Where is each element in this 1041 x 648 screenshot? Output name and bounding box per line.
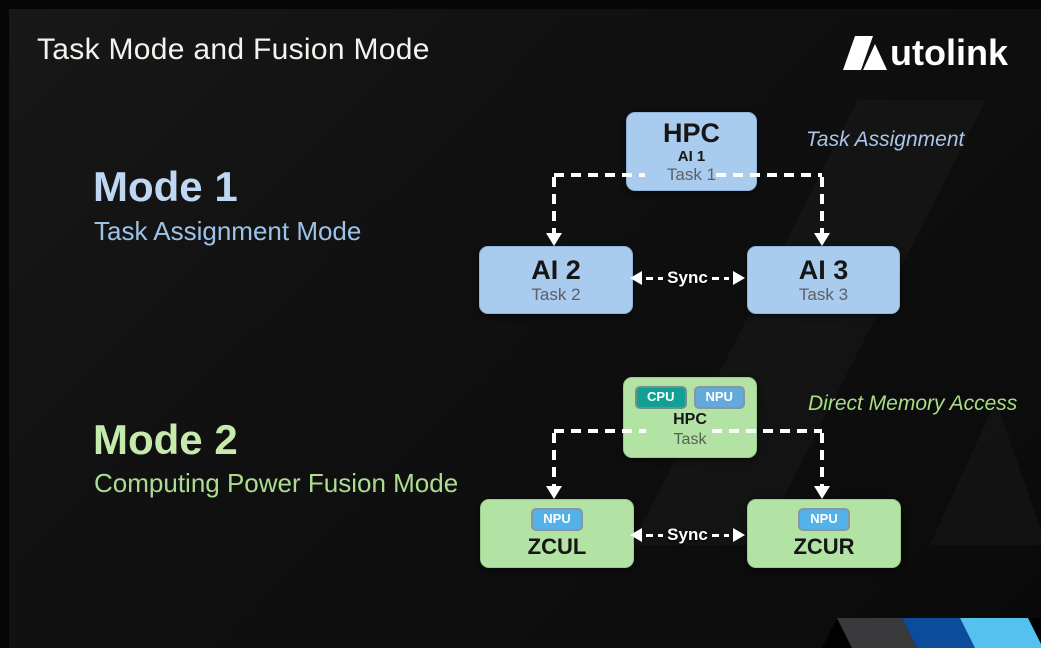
- mode2-hpc-subtitle: Task: [673, 430, 707, 448]
- arrow-left-icon: [630, 271, 642, 285]
- npu-chip-badge: NPU: [798, 507, 850, 531]
- mode1-annotation: Task Assignment: [806, 128, 965, 151]
- mode2-right-box-title: ZCUR: [793, 533, 855, 559]
- mode2-sync-connector: Sync: [630, 525, 745, 545]
- mode1-heading: Mode 1: [93, 163, 238, 210]
- mode1-connector-vertical-left: [552, 177, 556, 234]
- mode2-subheading: Computing Power Fusion Mode: [94, 468, 459, 498]
- mode2-connector-vertical-right: [820, 433, 824, 487]
- mode1-connector-horizontal-right: [716, 173, 822, 177]
- mode1-sync-connector: Sync: [630, 268, 745, 288]
- mode1-right-box-subtitle: Task 3: [798, 284, 849, 304]
- mode1-left-box: AI 2 Task 2: [479, 246, 633, 314]
- mode1-right-box: AI 3 Task 3: [747, 246, 900, 314]
- npu-chip-badge: NPU: [693, 386, 745, 410]
- mode2-heading: Mode 2: [93, 416, 238, 463]
- mode2-arrowhead-left-icon: [546, 486, 562, 499]
- mode2-right-box: NPU ZCUR: [747, 499, 901, 568]
- logo-wordmark: utolink: [890, 32, 1008, 73]
- page-title: Task Mode and Fusion Mode: [37, 33, 430, 66]
- sync-dash: [646, 276, 664, 280]
- sync-dash: [711, 533, 729, 537]
- arrow-left-icon: [630, 528, 642, 542]
- mode2-left-box-title: ZCUL: [527, 533, 587, 559]
- mode1-arrowhead-left-icon: [546, 233, 562, 246]
- sync-dash: [646, 533, 664, 537]
- mode2-connector-horizontal-right: [712, 429, 822, 433]
- mode2-annotation: Direct Memory Access: [808, 392, 1018, 415]
- mode1-hpc-title: HPC: [662, 117, 720, 148]
- mode1-hpc-line3: Task 1: [666, 164, 717, 184]
- mode1-subheading: Task Assignment Mode: [94, 216, 362, 246]
- autolink-a-logo-icon: [843, 36, 887, 70]
- mode2-hpc-title: HPC: [673, 411, 707, 429]
- arrow-right-icon: [732, 271, 745, 285]
- mode1-sync-label: Sync: [667, 268, 708, 287]
- mode2-left-box: NPU ZCUL: [480, 499, 634, 568]
- mode1-connector-vertical-right: [820, 177, 824, 234]
- mode1-connector-horizontal-left: [554, 173, 645, 177]
- cpu-chip-badge: CPU: [635, 386, 687, 410]
- mode2-sync-label: Sync: [667, 525, 708, 544]
- sync-dash: [711, 276, 729, 280]
- mode2-arrowhead-right-icon: [814, 486, 830, 499]
- npu-chip-badge: NPU: [531, 507, 583, 531]
- arrow-right-icon: [732, 528, 745, 542]
- mode2-hpc-chip-row: CPU NPU: [635, 386, 745, 410]
- mode1-hpc-box: HPC AI 1 Task 1: [626, 112, 757, 191]
- mode2-hpc-box: CPU NPU HPC Task: [623, 377, 757, 458]
- mode2-connector-vertical-left: [552, 433, 556, 487]
- mode1-arrowhead-right-icon: [814, 233, 830, 246]
- mode1-right-box-title: AI 3: [798, 254, 849, 285]
- mode1-left-box-title: AI 2: [531, 254, 581, 285]
- mode1-left-box-subtitle: Task 2: [531, 284, 581, 304]
- mode2-connector-horizontal-left: [554, 429, 646, 433]
- mode1-hpc-line2: AI 1: [677, 147, 706, 165]
- autolink-logo: utolink: [843, 32, 1008, 73]
